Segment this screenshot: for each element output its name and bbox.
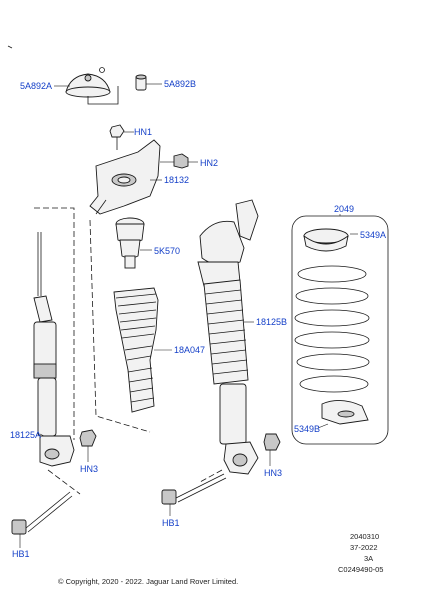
- diagram-code-1: 2040310: [350, 532, 380, 541]
- top-mount-part: [65, 67, 119, 105]
- label-18132[interactable]: 18132: [164, 175, 190, 185]
- spring-panel-part: [291, 215, 389, 445]
- label-18125A[interactable]: 18125A: [10, 430, 42, 440]
- left-bolt-part: [11, 491, 73, 535]
- assembly-lines: [34, 207, 223, 495]
- label-5349A[interactable]: 5349A: [360, 230, 387, 240]
- side-nut-part: [160, 153, 189, 169]
- copyright-notice: © Copyright, 2020 - 2022. Jaguar Land Ro…: [58, 577, 239, 586]
- label-5A892A[interactable]: 5A892A: [20, 81, 53, 91]
- corner-mark: [7, 45, 13, 49]
- label-HB1-center[interactable]: HB1: [162, 518, 180, 528]
- left-nut-part: [79, 429, 97, 447]
- diagram-code-4: C0249490-05: [338, 565, 384, 574]
- right-shock-part: [197, 199, 259, 475]
- top-cap-part: [135, 74, 147, 91]
- bump-stop-part: [115, 217, 145, 269]
- top-nut-part: [109, 124, 125, 150]
- diagram-code-3: 3A: [364, 554, 374, 563]
- diagram-code-2: 37-2022: [350, 543, 378, 552]
- label-HN3-right[interactable]: HN3: [264, 468, 283, 478]
- center-bolt-part: [161, 473, 227, 505]
- label-18A047[interactable]: 18A047: [174, 345, 206, 355]
- label-5K570[interactable]: 5K570: [154, 246, 181, 256]
- label-5A892B[interactable]: 5A892B: [164, 79, 197, 89]
- left-shock-part: [33, 232, 75, 467]
- leader-lines: [19, 83, 358, 548]
- label-HN2[interactable]: HN2: [200, 158, 219, 168]
- label-18125B[interactable]: 18125B: [256, 317, 288, 327]
- label-HN3-left[interactable]: HN3: [80, 464, 99, 474]
- bracket-part: [89, 139, 161, 215]
- label-5349B[interactable]: 5349B: [294, 424, 321, 434]
- label-2049[interactable]: 2049: [334, 204, 355, 214]
- right-nut-part: [263, 433, 281, 451]
- label-HB1-left[interactable]: HB1: [12, 549, 30, 559]
- label-HN1[interactable]: HN1: [134, 127, 153, 137]
- boot-part: [113, 287, 159, 413]
